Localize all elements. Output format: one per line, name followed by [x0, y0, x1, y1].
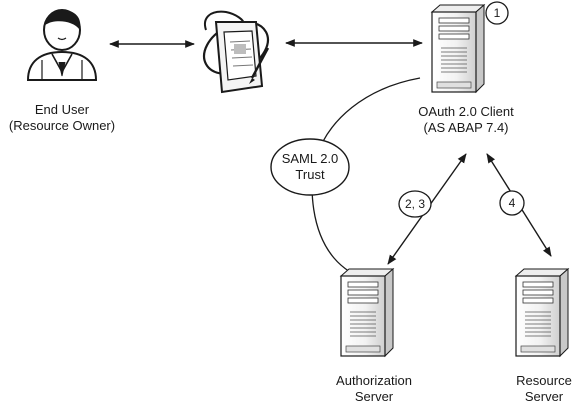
end-user-label: End User (Resource Owner): [0, 102, 126, 134]
client-server-icon: [431, 4, 485, 93]
user-icon: [26, 9, 98, 81]
authorization-server-subtitle: Server: [354, 389, 394, 404]
authorization-server-label: Authorization Server: [324, 373, 424, 405]
saml-trust-bubble: [270, 138, 350, 196]
end-user-title: End User: [34, 102, 90, 117]
authorization-server-title: Authorization: [336, 373, 412, 388]
saml-trust-title: SAML 2.0: [281, 151, 339, 166]
end-user-role: (Resource Owner): [8, 118, 116, 133]
client-title: OAuth 2.0 Client: [418, 104, 514, 119]
resource-server-label: Resource Server: [508, 373, 580, 405]
client-subtitle: (AS ABAP 7.4): [423, 120, 509, 135]
resource-flow-badge: [499, 190, 525, 216]
saml-trust-label: SAML 2.0 Trust: [272, 151, 348, 183]
client-step-badge: [485, 1, 509, 25]
browser-tablet-icon: [202, 10, 270, 94]
resource-server-icon: [515, 268, 569, 357]
authorization-server-icon: [340, 268, 394, 357]
client-label: OAuth 2.0 Client (AS ABAP 7.4): [400, 104, 532, 136]
client-step-number: 1: [493, 6, 501, 20]
resource-server-subtitle: Server: [524, 389, 564, 404]
resource-server-title: Resource: [516, 373, 572, 388]
saml-trust-subtitle: Trust: [295, 167, 325, 182]
auth-flow-badge: [398, 190, 432, 218]
auth-flow-steps: 2, 3: [404, 197, 425, 211]
resource-flow-step: 4: [508, 196, 516, 210]
